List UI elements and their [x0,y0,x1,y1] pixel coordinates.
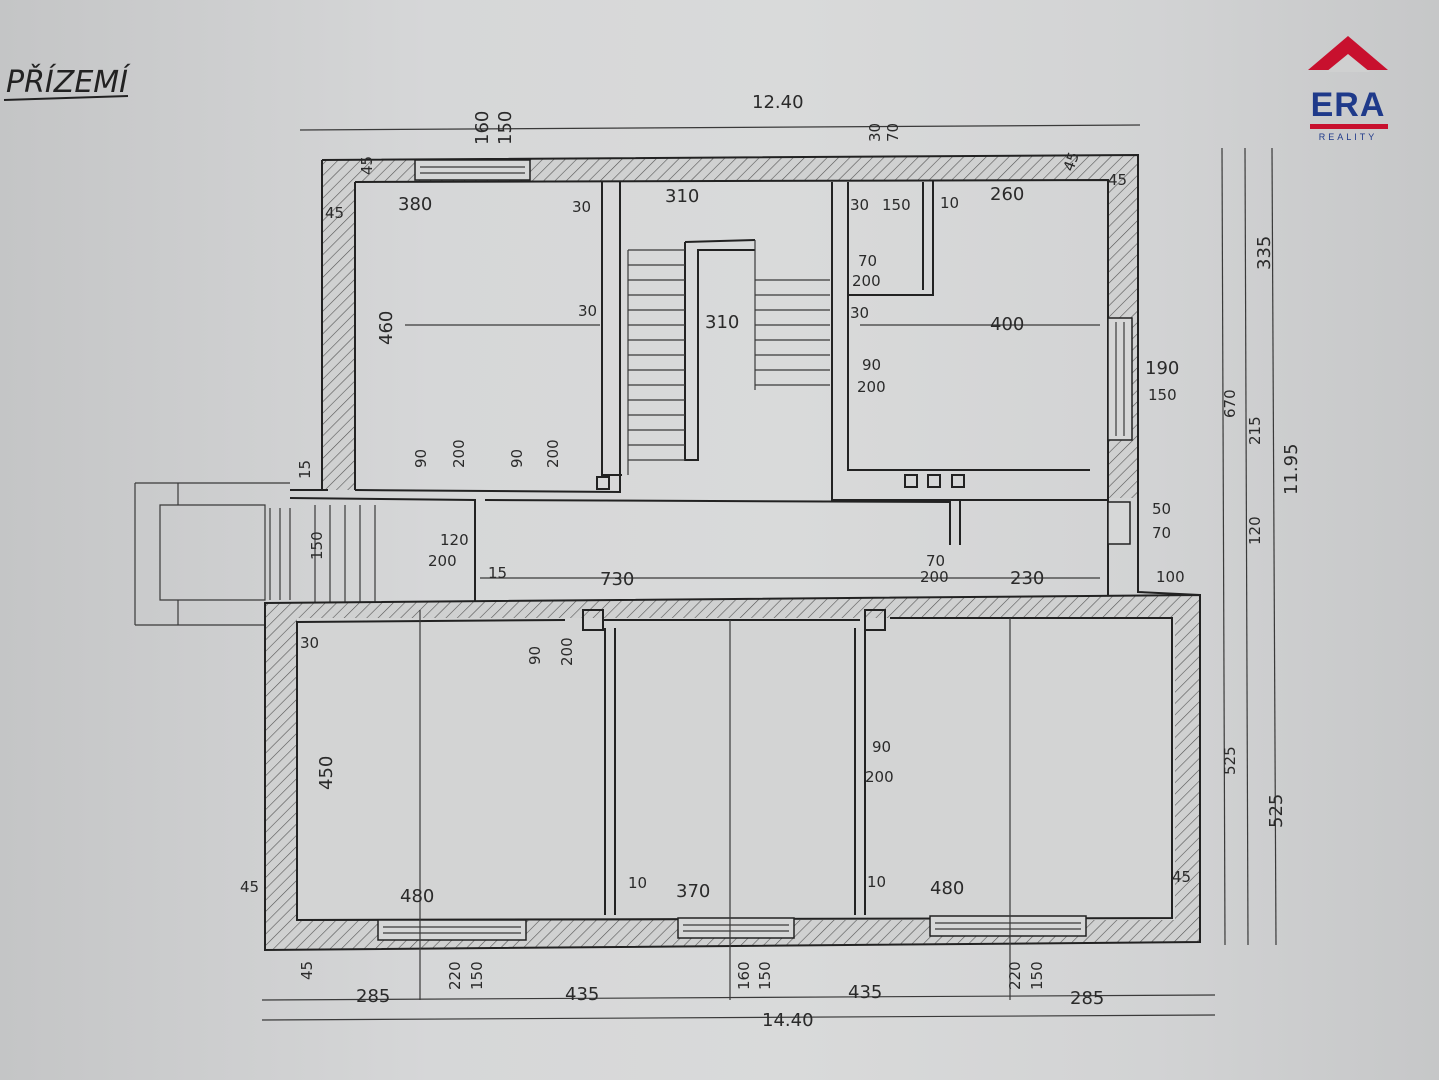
dim-wall-45-a: 45 [358,156,376,175]
dim-door-200-b: 200 [544,439,562,468]
staircase [627,240,830,475]
top-dimensions: 160 150 12.40 30 70 45 45 45 [358,92,1127,189]
dim-10-b: 10 [628,874,647,892]
dim-45-bottom-left: 45 [240,878,259,896]
dim-total-width-bottom: 14.40 [762,1010,814,1031]
dim-260: 260 [990,184,1024,205]
dim-bottom-435-b: 435 [848,982,882,1003]
dim-total-width-top: 12.40 [752,92,804,113]
dim-room-480-b: 480 [930,878,964,899]
title-underline [3,95,129,101]
dim-room-450: 450 [316,756,337,790]
dim-door-200-d: 200 [857,378,886,396]
dim-10-a: 10 [940,194,959,212]
dimension-lines [261,124,1277,1021]
dim-45-below: 45 [298,961,316,980]
dim-15-a: 15 [296,460,314,479]
dim-door-70-b: 70 [926,552,945,570]
dim-400: 400 [990,314,1024,335]
dim-30-b: 30 [850,196,869,214]
logo-sub: REALITY [1318,132,1378,142]
dim-150: 150 [882,196,911,214]
dim-right-215: 215 [1246,416,1264,445]
dim-room-370: 370 [676,881,710,902]
dim-730: 730 [600,569,634,590]
dim-window-150: 150 [1148,386,1177,404]
dim-window-190: 190 [1145,358,1179,379]
dim-door-200-g: 200 [558,637,576,666]
dim-right-670: 670 [1221,389,1239,418]
dim-15-b: 15 [488,564,507,582]
dim-window-150-b: 150 [756,961,774,990]
dim-bottom-285-b: 285 [1070,988,1104,1009]
dim-wall-45-b: 45 [1060,150,1083,174]
dim-bottom-435-a: 435 [565,984,599,1005]
dim-50: 50 [1152,500,1171,518]
logo-name: ERA [1310,86,1386,124]
dim-10-c: 10 [867,873,886,891]
dim-window-150-c: 150 [1028,961,1046,990]
dim-door-90-b: 90 [508,449,526,468]
dim-right-335: 335 [1254,236,1275,270]
dim-70-b: 70 [1152,524,1171,542]
below-dimensions: 45 220 150 160 150 220 150 [298,961,1046,990]
dim-window-220-b: 220 [1006,961,1024,990]
dim-150-entrance: 150 [308,531,326,560]
era-reality-logo: ERA REALITY [1300,36,1396,146]
lower-walls [264,593,1201,952]
dim-30-e: 30 [300,634,319,652]
dim-100: 100 [1156,568,1185,586]
dim-right-525-b: 525 [1266,794,1287,828]
dim-right-120: 120 [1246,516,1264,545]
stair-dimensions: 310 30 70 200 400 90 200 190 150 [705,252,1179,404]
dim-door-90-c: 90 [862,356,881,374]
dim-30-d: 30 [850,304,869,322]
dim-door-200-a: 200 [450,439,468,468]
upper-walls [321,153,1139,501]
dim-right-525-a: 525 [1221,746,1239,775]
dim-door-90-a: 90 [412,449,430,468]
dim-door-200-f: 200 [920,568,949,586]
dim-window-220-a: 220 [446,961,464,990]
dim-310-b: 310 [705,312,739,333]
dim-wall-45-c: 45 [1108,171,1127,189]
hall-dimensions: 120 200 15 150 730 70 200 230 50 70 100 [308,500,1185,590]
dim-top-70: 70 [884,123,902,142]
dim-door-120: 120 [440,531,469,549]
dim-top-160: 160 [472,111,493,145]
dim-window-160: 160 [735,961,753,990]
bottom-dimension-labels: 285 435 435 285 14.40 [356,982,1104,1031]
dim-room-460: 460 [376,311,397,345]
dim-room-380: 380 [398,194,432,215]
dim-bottom-285-a: 285 [356,986,390,1007]
plan-title: PŘÍZEMÍ [6,64,131,100]
dim-top-150: 150 [495,111,516,145]
dim-window-150-a: 150 [468,961,486,990]
dim-30-a: 30 [572,198,591,216]
dim-door-200-e: 200 [428,552,457,570]
dim-30-c: 30 [578,302,597,320]
lower-room-dimensions: 30 90 200 450 90 200 45 480 10 370 10 48… [240,634,1191,907]
dim-45-bottom-right: 45 [1172,868,1191,886]
dim-door-90-e: 90 [872,738,891,756]
dim-door-90-d: 90 [526,646,544,665]
dim-door-70: 70 [858,252,877,270]
dim-room-480-a: 480 [400,886,434,907]
dim-top-30: 30 [866,123,884,142]
dim-310-a: 310 [665,186,699,207]
right-dimensions: 335 670 215 120 11.95 525 525 [1221,236,1302,828]
left-room-dimensions: 460 30 90 200 90 200 15 [296,302,597,479]
hallway [134,482,1201,626]
upper-room-dimensions: 380 30 310 30 150 10 260 45 [325,184,1024,222]
dim-total-height: 11.95 [1281,443,1302,495]
dim-45-left: 45 [325,204,344,222]
dim-230: 230 [1010,568,1044,589]
dim-door-200-c: 200 [852,272,881,290]
dim-door-200-h: 200 [865,768,894,786]
